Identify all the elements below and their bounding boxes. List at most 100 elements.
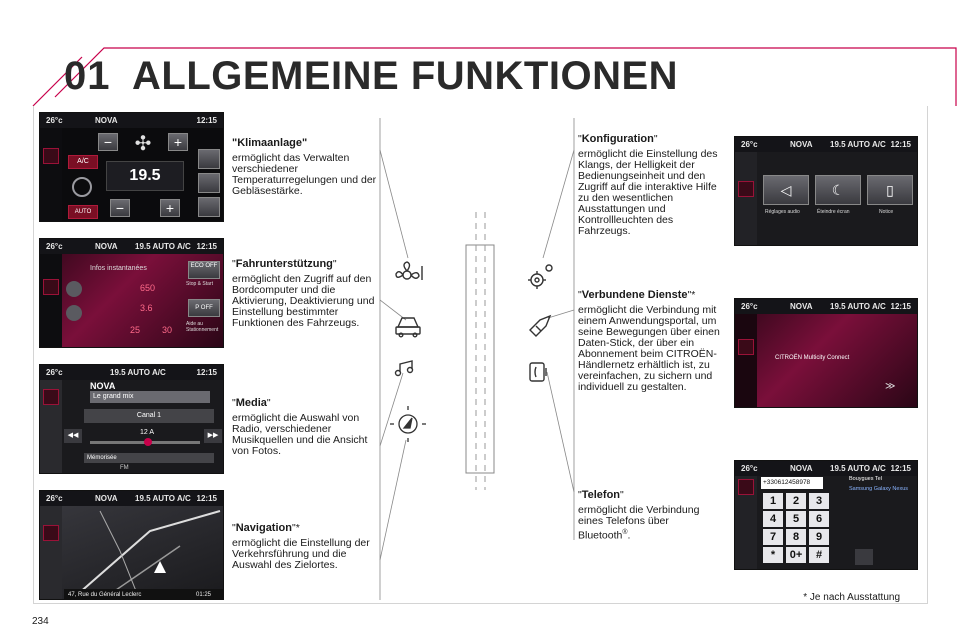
keypad-key[interactable]: *: [763, 547, 783, 563]
section-text: ermöglicht die Verbindung eines Telefons…: [578, 504, 700, 542]
outside-temp: 26°c: [741, 140, 758, 149]
ac-button[interactable]: A/C: [68, 155, 98, 169]
telephone-icon[interactable]: [529, 362, 547, 382]
keypad-key[interactable]: 7: [763, 529, 783, 545]
air-distribution-button-3[interactable]: [198, 197, 220, 217]
climate-summary: 19.5 AUTO A/C: [830, 464, 886, 473]
section-text: ermöglicht das Verwalten verschiedener T…: [232, 152, 377, 197]
keypad-key[interactable]: 6: [809, 511, 829, 527]
screen-media: 26°c 19.5 AUTO A/C 12:15 NOVA Le grand m…: [39, 364, 224, 474]
manual-button[interactable]: ▯: [867, 175, 913, 205]
band-label: FM: [120, 465, 129, 471]
eco-value-1: 25: [130, 325, 141, 335]
sidebar-button-home[interactable]: [738, 181, 754, 197]
eta-label: 01:25: [196, 592, 212, 598]
outside-temp: 26°c: [46, 368, 63, 377]
recirculation-icon[interactable]: [72, 177, 92, 197]
keypad-key[interactable]: 3: [809, 493, 829, 509]
driving-assist-car-icon[interactable]: [395, 317, 421, 338]
connected-services-icon[interactable]: [529, 314, 552, 337]
park-assist-button[interactable]: P OFF: [188, 299, 220, 317]
status-bar: 26°c NOVA 19.5 AUTO A/C 12:15: [735, 137, 917, 152]
sidebar-button-home[interactable]: [43, 389, 59, 405]
fan-decrease-button[interactable]: −: [98, 133, 118, 151]
keypad-key[interactable]: #: [809, 547, 829, 563]
station-name: NOVA: [90, 381, 116, 391]
frequency-label: 12 A: [140, 429, 155, 436]
keypad-key[interactable]: 0+: [786, 547, 806, 563]
audio-settings-button[interactable]: ◁: [763, 175, 809, 205]
status-bar: 26°c NOVA 19.5 AUTO A/C 12:15: [735, 299, 917, 314]
air-distribution-button-1[interactable]: [198, 149, 220, 169]
screen-off-button[interactable]: ☾: [815, 175, 861, 205]
previous-button[interactable]: ◀◀: [64, 429, 82, 443]
info-icon[interactable]: [66, 281, 82, 297]
screen-telefon: 26°c NOVA 19.5 AUTO A/C 12:15 +330612458…: [734, 460, 918, 570]
paired-device-label: Samsung Galaxy Nexus: [849, 486, 908, 492]
sidebar-button-home[interactable]: [43, 148, 59, 164]
section-title: Navigation: [235, 522, 292, 534]
keypad-key[interactable]: 2: [786, 493, 806, 509]
clock: 12:15: [196, 116, 217, 125]
eco-off-button[interactable]: ECO OFF: [188, 261, 220, 279]
fan-increase-button[interactable]: +: [168, 133, 188, 151]
dial-number-field[interactable]: +330612458978: [761, 477, 823, 489]
sidebar-button-home[interactable]: [738, 479, 754, 495]
air-distribution-button-2[interactable]: [198, 173, 220, 193]
registered-mark: ®: [622, 529, 628, 536]
climate-summary: 19.5 AUTO A/C: [135, 242, 191, 251]
manual-label: Notice: [879, 209, 894, 215]
screen-sidebar: [40, 254, 62, 347]
audio-source: NOVA: [790, 140, 813, 149]
keypad-key[interactable]: 8: [786, 529, 806, 545]
audio-source: NOVA: [95, 242, 118, 251]
temp-decrease-button[interactable]: −: [110, 199, 130, 217]
audio-source: NOVA: [790, 464, 813, 473]
keypad-key[interactable]: 9: [809, 529, 829, 545]
screen-klimaanlage: 26°c NOVA 12:15 A/C AUTO − + ✣ 19.5 − +: [39, 112, 224, 222]
radio-text: Le grand mix: [90, 391, 210, 403]
section-navigation: "Navigation"* ermöglicht die Einstellung…: [232, 522, 370, 571]
sidebar-button-home[interactable]: [738, 339, 754, 355]
navigation-compass-icon[interactable]: [390, 406, 426, 442]
keypad-key[interactable]: 5: [786, 511, 806, 527]
climate-fan-icon[interactable]: [395, 261, 423, 280]
section-text-end: .: [627, 529, 631, 542]
screen-fahrunterstuetzung: 26°c NOVA 19.5 AUTO A/C 12:15 Infos inst…: [39, 238, 224, 348]
clock: 12:15: [890, 302, 911, 311]
citroen-logo-icon: ≫: [885, 381, 896, 392]
media-music-icon[interactable]: [394, 360, 414, 377]
climate-summary: 19.5 AUTO A/C: [830, 302, 886, 311]
section-telefon: "Telefon" ermöglicht die Verbindung eine…: [578, 489, 700, 542]
keypad-key[interactable]: 1: [763, 493, 783, 509]
outside-temp: 26°c: [741, 464, 758, 473]
screen-sidebar: [735, 314, 757, 407]
auto-button[interactable]: AUTO: [68, 205, 98, 219]
screen-bezel: [465, 244, 495, 474]
sidebar-button-home[interactable]: [43, 279, 59, 295]
outside-temp: 26°c: [741, 302, 758, 311]
section-verbundene-dienste: "Verbundene Dienste"* ermöglicht die Ver…: [578, 289, 720, 393]
next-button[interactable]: ▶▶: [204, 429, 222, 443]
settings-gear-icon[interactable]: [528, 264, 553, 289]
clock: 12:15: [196, 368, 217, 377]
settings-icon[interactable]: [66, 305, 82, 321]
operator-label: Bouygues Tel: [849, 476, 882, 482]
contacts-button[interactable]: [855, 549, 873, 565]
temp-increase-button[interactable]: +: [160, 199, 180, 217]
status-bar: 26°c NOVA 19.5 AUTO A/C 12:15: [40, 491, 223, 506]
eco-value-2: 30: [162, 325, 173, 335]
frequency-slider-knob[interactable]: [144, 438, 152, 446]
sidebar-button-home[interactable]: [43, 525, 59, 541]
section-title: Telefon: [581, 489, 621, 501]
status-bar: 26°c NOVA 19.5 AUTO A/C 12:15: [735, 461, 917, 476]
outside-temp: 26°c: [46, 116, 63, 125]
keypad-key[interactable]: 4: [763, 511, 783, 527]
audio-settings-label: Réglages audio: [765, 209, 800, 215]
section-konfiguration: "Konfiguration" ermöglicht die Einstellu…: [578, 133, 718, 237]
outside-temp: 26°c: [46, 242, 63, 251]
section-title: Klimaanlage: [237, 137, 303, 149]
audio-source: NOVA: [790, 302, 813, 311]
